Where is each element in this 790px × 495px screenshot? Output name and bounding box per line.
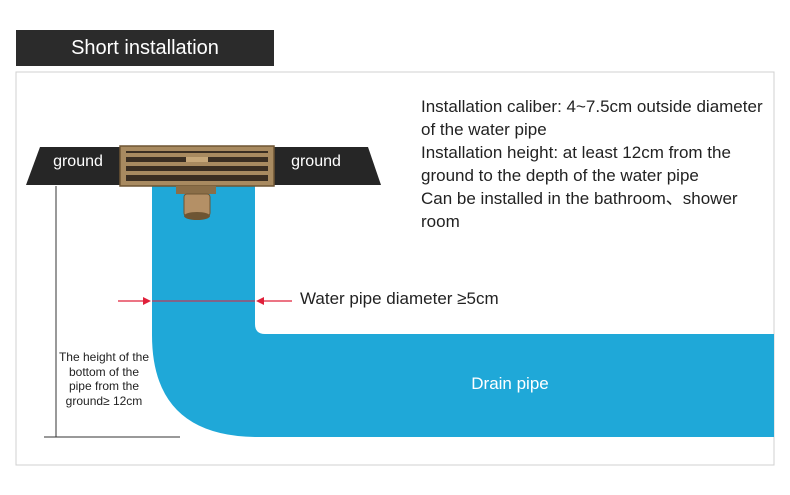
info-height: Installation height: at least 12cm from …: [421, 143, 731, 185]
info-usage: Can be installed in the bathroom、shower …: [421, 189, 738, 231]
ground-label-left: ground: [53, 153, 103, 170]
ground-label-right: ground: [291, 153, 341, 170]
pipe-shape: [152, 178, 774, 437]
floor-drain-grate: [119, 145, 275, 187]
ground-slab-left: [26, 147, 122, 185]
pipe-diameter-label: Water pipe diameter ≥5cm: [300, 289, 499, 308]
diameter-arrows: [118, 297, 292, 305]
info-caliber: Installation caliber: 4~7.5cm outside di…: [421, 97, 763, 139]
height-note: The height of the bottom of the pipe fro…: [58, 350, 150, 408]
drain-pipe-label: Drain pipe: [471, 374, 549, 393]
installation-info: Installation caliber: 4~7.5cm outside di…: [421, 95, 766, 233]
diagram-frame: [15, 71, 775, 466]
header-title: Short installation: [71, 37, 219, 59]
drain-core: [176, 186, 216, 220]
ground-slab-right: [272, 147, 381, 185]
header-bar: [16, 30, 274, 66]
